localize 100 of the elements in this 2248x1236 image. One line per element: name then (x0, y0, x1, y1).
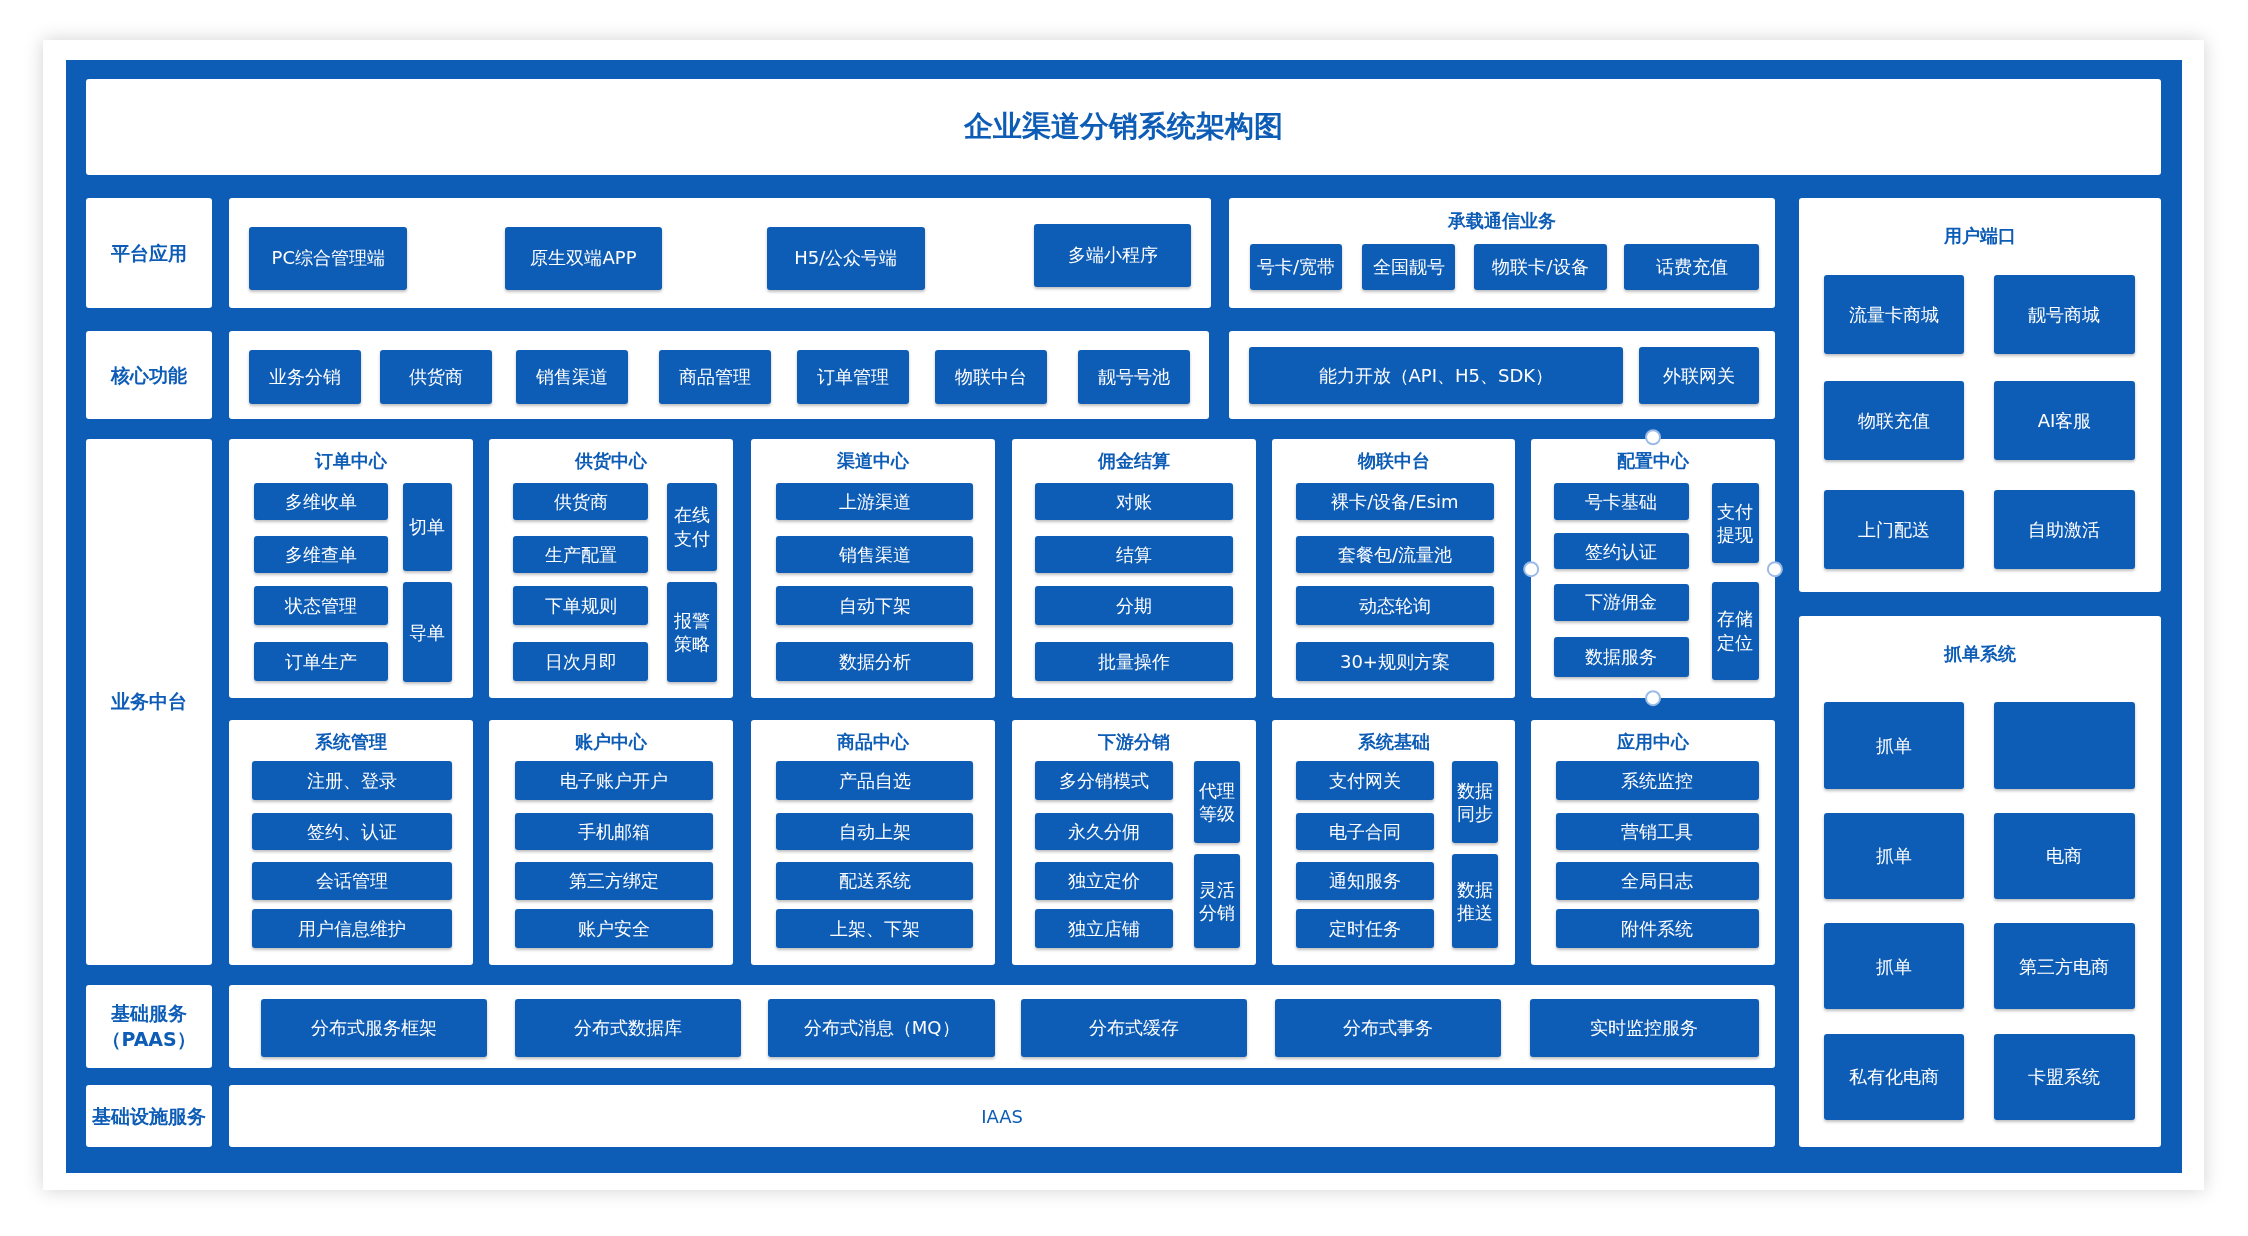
module-button: 下单规则 (513, 586, 648, 626)
module-button: 独立店铺 (1035, 908, 1173, 948)
module-button: 状态管理 (253, 586, 389, 626)
module-button: 业务分销 (249, 349, 362, 405)
module-button: 卡盟系统 (1994, 1033, 2135, 1120)
module-button: 通知服务 (1296, 861, 1434, 901)
module-button: 抓单 (1823, 923, 1965, 1010)
module-button: 分布式事务 (1274, 999, 1502, 1057)
module-button: 支付网关 (1296, 761, 1434, 800)
module-button: 附件系统 (1555, 908, 1760, 948)
module-button: 注册、登录 (252, 761, 452, 800)
panel-heading: 下游分销 (1097, 729, 1172, 754)
module-panel (229, 719, 474, 965)
module-button: 实时监控服务 (1529, 999, 1760, 1057)
module-button: AI客服 (1994, 381, 2135, 461)
module-button: 物联充值 (1823, 381, 1965, 461)
module-button: 分期 (1035, 586, 1233, 626)
module-button: 自动上架 (775, 812, 974, 851)
module-panel (1271, 719, 1516, 965)
module-button: 号卡/宽带 (1250, 243, 1342, 290)
module-panel (488, 438, 733, 699)
module-button: 商品管理 (659, 349, 772, 405)
module-button: 上架、下架 (775, 908, 974, 948)
module-panel (751, 438, 995, 699)
module-button: 签约、认证 (252, 812, 452, 851)
module-button: 永久分佣 (1035, 812, 1173, 851)
module-button: 生产配置 (513, 536, 648, 574)
infrastructure-bar: IAAS (229, 1085, 1775, 1147)
module-button: 销售渠道 (516, 349, 628, 405)
module-button: 手机邮箱 (514, 812, 713, 851)
module-button: 多维收单 (253, 483, 389, 521)
module-button: PC综合管理端 (249, 226, 408, 290)
module-button: 分布式数据库 (514, 999, 742, 1057)
module-button: 产品自选 (775, 761, 974, 800)
module-button: 用户信息维护 (252, 908, 452, 948)
module-panel (1012, 719, 1256, 965)
panel-heading: 佣金结算 (1096, 448, 1172, 473)
module-button: 多端小程序 (1033, 223, 1192, 287)
module-button: 代理等级 (1194, 761, 1241, 843)
module-button: 供货商 (379, 349, 492, 405)
module-button: 订单管理 (797, 349, 909, 405)
category-label: 业务中台 (86, 438, 213, 965)
module-button: 签约认证 (1554, 533, 1689, 570)
module-button: 在线支付 (666, 483, 717, 571)
module-button: 系统监控 (1555, 761, 1760, 800)
module-button: 营销工具 (1555, 812, 1760, 851)
panel-heading: 系统基础 (1356, 729, 1431, 754)
module-button: 第三方电商 (1994, 923, 2135, 1010)
module-button: 定时任务 (1296, 908, 1434, 948)
module-button: 分布式消息（MQ） (768, 999, 995, 1057)
module-panel (751, 719, 995, 965)
category-label: 基础设施服务 (86, 1085, 213, 1147)
panel-heading: 商品中心 (836, 729, 911, 754)
module-button: 下游佣金 (1554, 583, 1689, 621)
panel-heading: 账户中心 (573, 729, 648, 754)
title: 企业渠道分销系统架构图 (962, 107, 1284, 145)
panel-heading: 应用中心 (1616, 729, 1690, 754)
panel-heading: 配置中心 (1616, 448, 1690, 473)
module-button: 报警策略 (666, 582, 717, 683)
panel-heading: 订单中心 (313, 448, 389, 473)
module-panel (1531, 438, 1775, 699)
module-panel (1228, 197, 1775, 309)
module-button: 抓单 (1823, 812, 1965, 899)
module-button: 动态轮询 (1296, 586, 1494, 626)
module-button: 供货商 (513, 483, 648, 521)
module-button: 外联网关 (1638, 346, 1760, 405)
module-button: 电商 (1994, 812, 2135, 899)
module-button: 话费充值 (1624, 243, 1760, 290)
category-label: 核心功能 (86, 331, 213, 419)
module-button: 自助激活 (1994, 490, 2135, 570)
module-button: H5/公众号端 (767, 226, 925, 290)
category-label: 基础服务（PAAS） (86, 984, 213, 1069)
module-button: 数据分析 (775, 642, 974, 681)
module-button: 号卡基础 (1554, 483, 1689, 521)
module-button: 物联卡/设备 (1473, 243, 1608, 290)
module-button: 全国靓号 (1362, 243, 1456, 290)
module-button: 批量操作 (1035, 642, 1233, 681)
module-button: 靓号号池 (1078, 349, 1190, 405)
module-button: 套餐包/流量池 (1296, 536, 1494, 574)
module-button: 灵活分销 (1194, 854, 1241, 948)
module-button: 结算 (1035, 536, 1233, 574)
module-button: 第三方绑定 (514, 861, 713, 901)
panel-heading: 供货中心 (573, 448, 648, 473)
module-button: 多分销模式 (1035, 761, 1173, 800)
module-button: 支付提现 (1711, 483, 1760, 564)
module-button: 账户安全 (514, 908, 713, 948)
module-panel (1271, 438, 1516, 699)
module-button: 上门配送 (1823, 490, 1965, 570)
module-button: 独立定价 (1035, 861, 1173, 901)
module-button: 能力开放（API、H5、SDK） (1248, 346, 1623, 405)
module-panel (1799, 616, 2161, 1147)
module-panel (1799, 197, 2161, 593)
module-button: 裸卡/设备/Esim (1296, 483, 1494, 521)
module-panel (1012, 438, 1256, 699)
panel-heading: 系统管理 (314, 729, 389, 754)
module-button: 存储定位 (1711, 582, 1760, 680)
module-button (1994, 702, 2135, 789)
category-label: 平台应用 (86, 197, 213, 309)
module-button: 上游渠道 (775, 483, 974, 521)
panel-heading: 物联中台 (1356, 448, 1431, 473)
